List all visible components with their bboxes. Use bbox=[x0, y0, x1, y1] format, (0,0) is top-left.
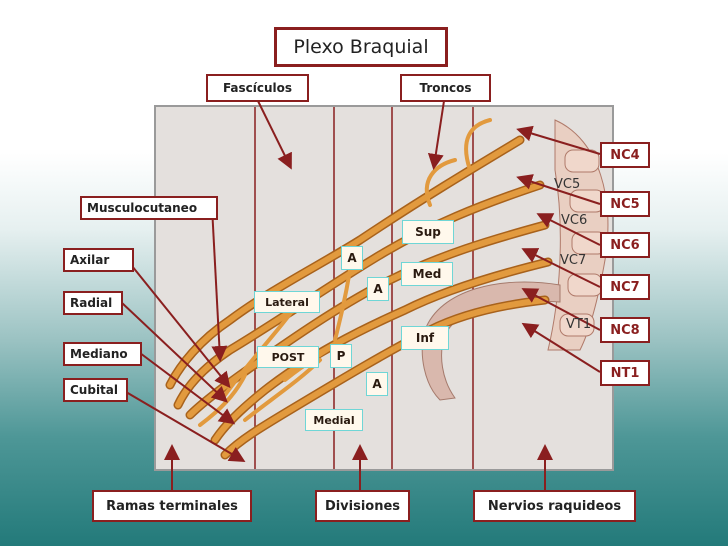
vertebra-vc6: VC6 bbox=[561, 213, 588, 228]
division-a-upper: A bbox=[341, 246, 363, 270]
label-nt1: NT1 bbox=[600, 360, 650, 386]
division-a-middle: A bbox=[367, 277, 389, 301]
label-nc4: NC4 bbox=[600, 142, 650, 168]
cord-medial: Medial bbox=[305, 409, 363, 431]
division-a-lower: A bbox=[366, 372, 388, 396]
label-mediano: Mediano bbox=[63, 342, 142, 366]
trunk-med: Med bbox=[401, 262, 453, 286]
division-p: P bbox=[330, 344, 352, 368]
header-fasciculos: Fascículos bbox=[206, 74, 309, 102]
vertebra-vc5: VC5 bbox=[554, 177, 581, 192]
label-nervios-raquideos: Nervios raquideos bbox=[473, 490, 636, 522]
trunk-inf: Inf bbox=[401, 326, 449, 350]
pointer-arrows bbox=[120, 100, 601, 490]
vertebra-vt1: VT1 bbox=[566, 317, 592, 332]
label-ramas-terminales: Ramas terminales bbox=[92, 490, 252, 522]
label-radial: Radial bbox=[63, 291, 123, 315]
header-troncos: Troncos bbox=[400, 74, 491, 102]
label-nc8: NC8 bbox=[600, 317, 650, 343]
label-axilar: Axilar bbox=[63, 248, 134, 272]
label-nc7: NC7 bbox=[600, 274, 650, 300]
vertebra-vc7: VC7 bbox=[560, 253, 587, 268]
label-divisiones: Divisiones bbox=[315, 490, 410, 522]
label-musculocutaneo: Musculocutaneo bbox=[80, 196, 218, 220]
cord-post: POST bbox=[257, 346, 319, 368]
page-title: Plexo Braquial bbox=[274, 27, 448, 67]
label-cubital: Cubital bbox=[63, 378, 128, 402]
label-nc6: NC6 bbox=[600, 232, 650, 258]
cord-lateral: Lateral bbox=[254, 291, 320, 313]
label-nc5: NC5 bbox=[600, 191, 650, 217]
trunk-sup: Sup bbox=[402, 220, 454, 244]
